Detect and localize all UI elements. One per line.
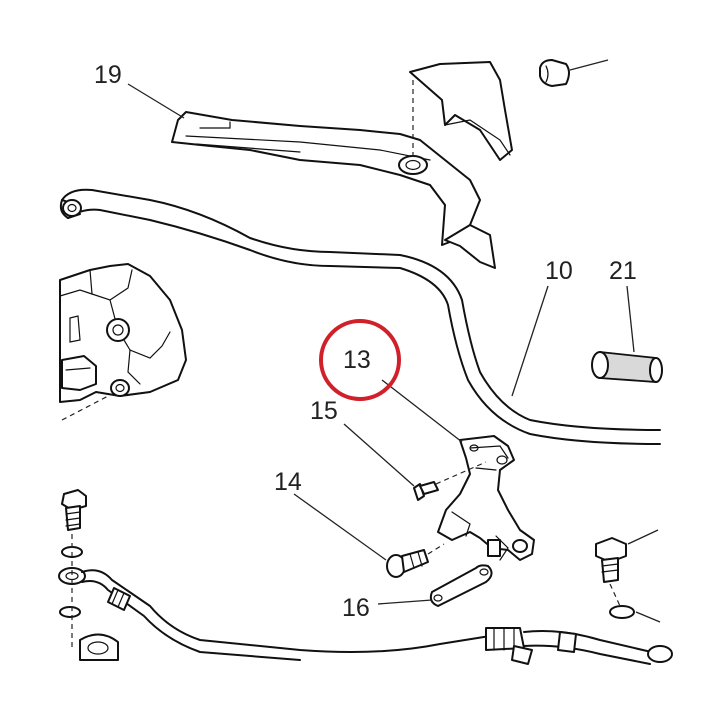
part-15-screw (413, 461, 487, 501)
part-14-screw (386, 543, 445, 578)
leader-10 (511, 285, 549, 397)
callout-19: 19 (94, 61, 122, 89)
leader-19 (127, 83, 185, 119)
leader-14 (293, 493, 387, 561)
part-16-strap (429, 564, 493, 607)
leader-16 (377, 599, 433, 605)
callout-13: 13 (343, 346, 371, 374)
highlight-circle (319, 319, 401, 401)
callout-10: 10 (545, 257, 573, 285)
leader-21 (626, 285, 635, 353)
left-assembly (59, 263, 187, 421)
callout-14: 14 (274, 468, 302, 496)
leader-15 (343, 423, 415, 487)
callout-16: 16 (342, 594, 370, 622)
bottom-left-fittings (58, 489, 491, 661)
leader-13 (381, 379, 463, 443)
part-21-sleeve (591, 351, 663, 383)
part-19-guard (171, 61, 513, 269)
part-13-bracket (437, 435, 535, 561)
bottom-right-fittings (485, 529, 673, 665)
clip-part (539, 59, 609, 87)
callout-15: 15 (310, 397, 338, 425)
part-10-hose (59, 188, 661, 445)
callout-21: 21 (609, 257, 637, 285)
